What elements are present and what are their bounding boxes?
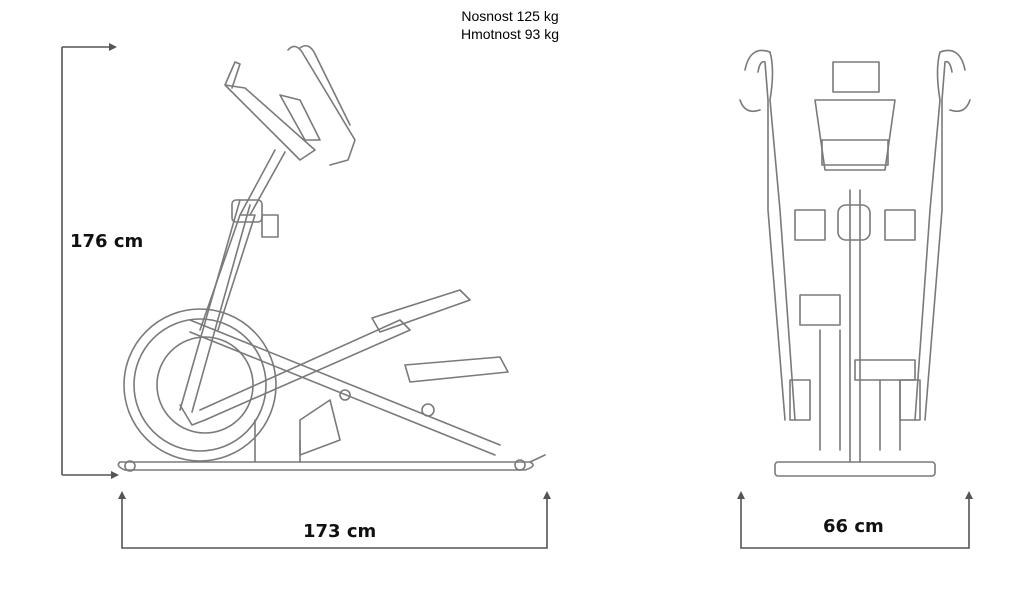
length-label: 173 cm [303,521,377,542]
height-label: 176 cm [70,231,144,252]
width-dimension-line [737,491,973,549]
weight-label: Hmotnost 93 kg [460,26,560,42]
height-dimension-line [61,43,119,479]
elliptical-front-view [739,49,971,477]
width-label: 66 cm [823,516,884,537]
max-load-label: Nosnost 125 kg [461,8,559,24]
elliptical-side-view [117,44,546,472]
length-dimension-line [118,491,551,549]
